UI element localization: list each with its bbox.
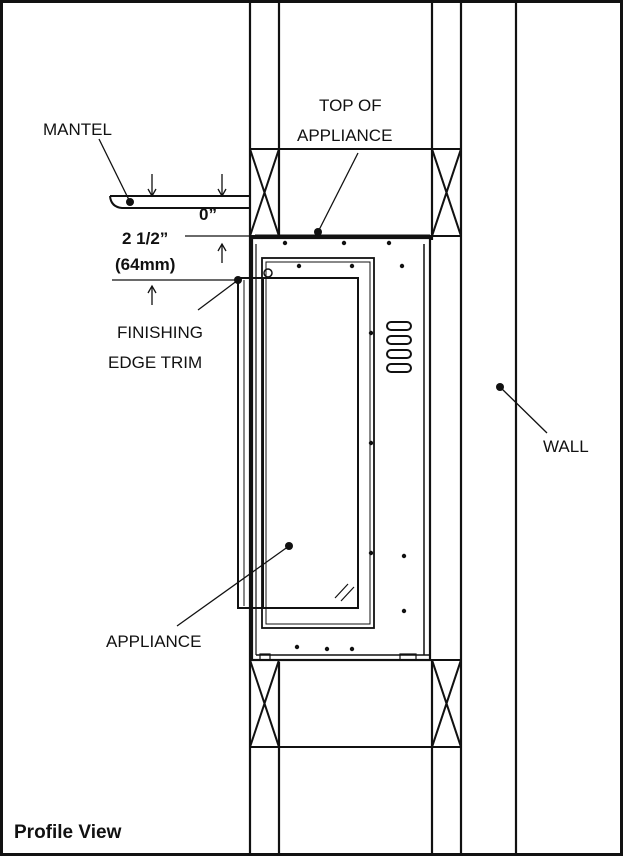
mantel [98,138,250,209]
top-header-block [249,148,462,237]
top-of-appliance-label-line1: TOP OF [319,96,382,115]
callout-leaders [176,152,548,627]
dimension-mm-label: (64mm) [115,255,175,274]
dimension-marks [112,174,252,305]
bottom-sill-block [249,659,462,748]
appliance-screws [282,240,407,652]
finishing-edge-trim-label-line2: EDGE TRIM [108,353,202,372]
appliance-body [237,234,432,662]
mantel-label: MANTEL [43,120,112,139]
wall-framing [248,0,518,856]
finishing-edge-trim-label-line1: FINISHING [117,323,203,342]
dimension-inch-label: 2 1/2” [122,229,168,248]
profile-view-title: Profile View [14,822,122,843]
wall-label: WALL [543,437,589,456]
dimension-zero-label: 0” [199,205,217,224]
appliance-label: APPLIANCE [106,632,201,651]
top-of-appliance-label-line2: APPLIANCE [297,126,392,145]
